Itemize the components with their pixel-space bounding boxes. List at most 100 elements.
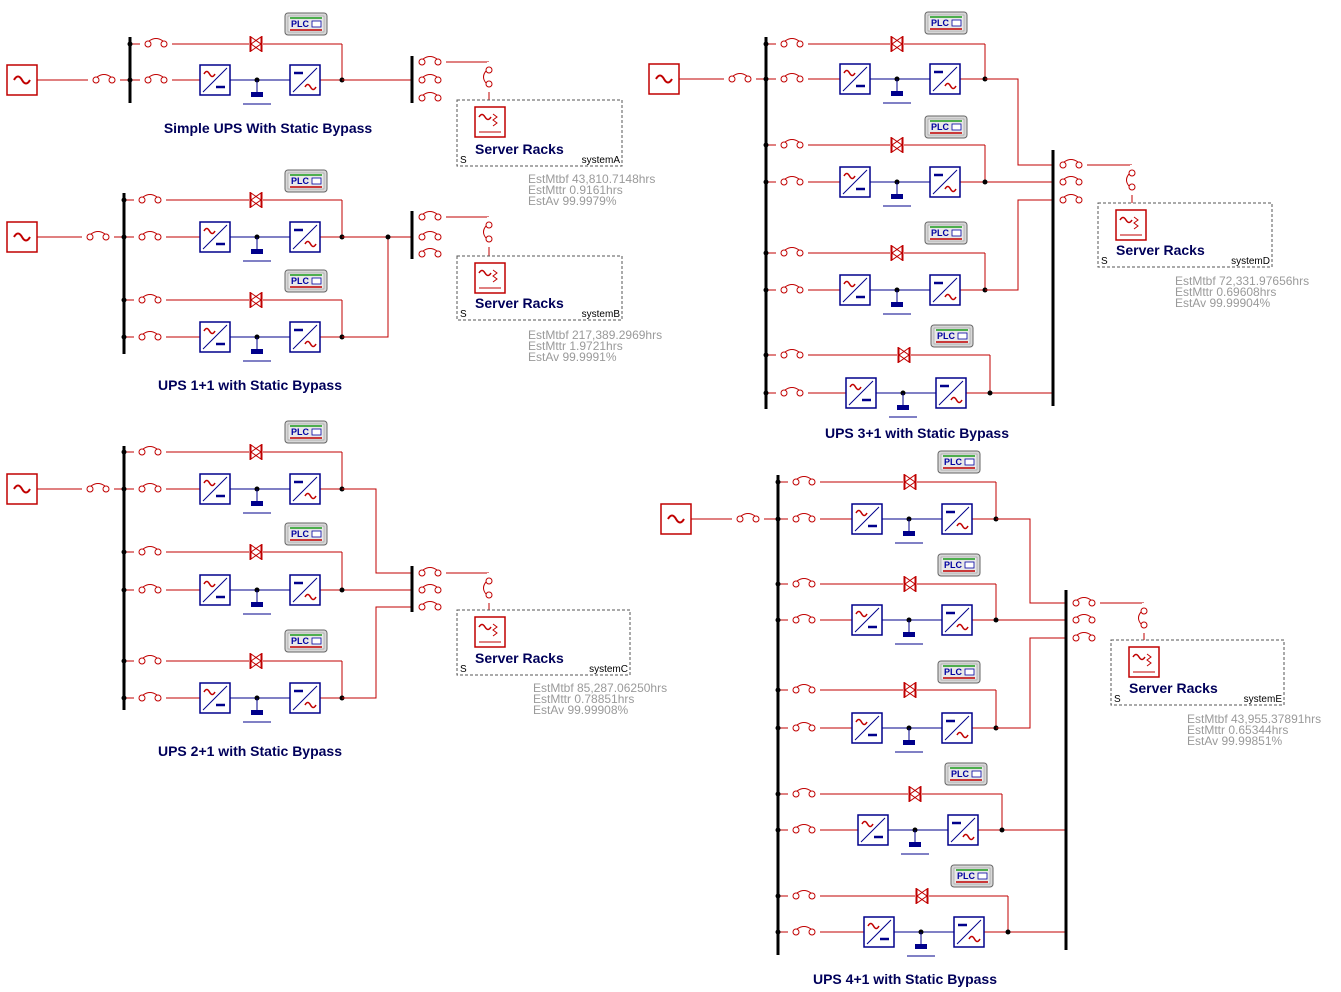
breaker-icon[interactable] bbox=[88, 74, 120, 84]
ac-source-icon[interactable] bbox=[6, 64, 38, 96]
breaker-icon[interactable] bbox=[776, 247, 808, 257]
breaker-icon[interactable] bbox=[414, 56, 446, 66]
breaker-icon[interactable] bbox=[1126, 165, 1136, 195]
ac-source-icon[interactable] bbox=[648, 63, 680, 95]
breaker-icon[interactable] bbox=[134, 294, 166, 304]
rectifier-icon[interactable] bbox=[839, 274, 871, 306]
rectifier-icon[interactable] bbox=[839, 63, 871, 95]
rectifier-icon[interactable] bbox=[857, 814, 889, 846]
static-switch-icon[interactable] bbox=[915, 888, 929, 904]
breaker-icon[interactable] bbox=[776, 139, 808, 149]
rectifier-icon[interactable] bbox=[199, 682, 231, 714]
static-switch-icon[interactable] bbox=[890, 137, 904, 153]
breaker-icon[interactable] bbox=[776, 349, 808, 359]
battery-icon[interactable] bbox=[883, 182, 911, 207]
plc-icon[interactable]: PLC bbox=[284, 12, 328, 36]
breaker-icon[interactable] bbox=[788, 926, 820, 936]
breaker-icon[interactable] bbox=[140, 74, 172, 84]
breaker-icon[interactable] bbox=[414, 584, 446, 594]
inverter-icon[interactable] bbox=[947, 814, 979, 846]
breaker-icon[interactable] bbox=[776, 38, 808, 48]
plc-icon[interactable]: PLC bbox=[284, 629, 328, 653]
breaker-icon[interactable] bbox=[414, 567, 446, 577]
breaker-icon[interactable] bbox=[1068, 614, 1100, 624]
breaker-icon[interactable] bbox=[1138, 603, 1148, 633]
breaker-icon[interactable] bbox=[1055, 159, 1087, 169]
static-switch-icon[interactable] bbox=[908, 786, 922, 802]
breaker-icon[interactable] bbox=[788, 722, 820, 732]
rectifier-icon[interactable] bbox=[851, 604, 883, 636]
breaker-icon[interactable] bbox=[414, 248, 446, 258]
plc-icon[interactable]: PLC bbox=[284, 420, 328, 444]
ac-source-icon[interactable] bbox=[6, 473, 38, 505]
breaker-icon[interactable] bbox=[483, 217, 493, 247]
static-switch-icon[interactable] bbox=[249, 444, 263, 460]
breaker-icon[interactable] bbox=[483, 62, 493, 92]
breaker-icon[interactable] bbox=[776, 387, 808, 397]
inverter-icon[interactable] bbox=[929, 63, 961, 95]
inverter-icon[interactable] bbox=[941, 604, 973, 636]
breaker-icon[interactable] bbox=[414, 92, 446, 102]
breaker-icon[interactable] bbox=[788, 684, 820, 694]
breaker-icon[interactable] bbox=[134, 331, 166, 341]
rectifier-icon[interactable] bbox=[199, 221, 231, 253]
battery-icon[interactable] bbox=[901, 830, 929, 855]
breaker-icon[interactable] bbox=[788, 890, 820, 900]
breaker-icon[interactable] bbox=[732, 513, 764, 523]
breaker-icon[interactable] bbox=[776, 284, 808, 294]
inverter-icon[interactable] bbox=[289, 64, 321, 96]
inverter-icon[interactable] bbox=[929, 274, 961, 306]
inverter-icon[interactable] bbox=[935, 377, 967, 409]
inverter-icon[interactable] bbox=[953, 916, 985, 948]
battery-icon[interactable] bbox=[243, 698, 271, 723]
breaker-icon[interactable] bbox=[82, 483, 114, 493]
static-switch-icon[interactable] bbox=[903, 682, 917, 698]
server-load-icon[interactable] bbox=[1115, 209, 1147, 241]
server-load-icon[interactable] bbox=[474, 616, 506, 648]
breaker-icon[interactable] bbox=[788, 513, 820, 523]
breaker-icon[interactable] bbox=[1068, 597, 1100, 607]
static-switch-icon[interactable] bbox=[249, 192, 263, 208]
breaker-icon[interactable] bbox=[1055, 176, 1087, 186]
ac-source-icon[interactable] bbox=[6, 221, 38, 253]
breaker-icon[interactable] bbox=[140, 38, 172, 48]
plc-icon[interactable]: PLC bbox=[284, 169, 328, 193]
inverter-icon[interactable] bbox=[289, 473, 321, 505]
plc-icon[interactable]: PLC bbox=[937, 553, 981, 577]
server-load-icon[interactable] bbox=[474, 262, 506, 294]
static-switch-icon[interactable] bbox=[903, 576, 917, 592]
static-switch-icon[interactable] bbox=[890, 245, 904, 261]
static-switch-icon[interactable] bbox=[249, 292, 263, 308]
rectifier-icon[interactable] bbox=[839, 166, 871, 198]
breaker-icon[interactable] bbox=[134, 446, 166, 456]
static-switch-icon[interactable] bbox=[249, 36, 263, 52]
plc-icon[interactable]: PLC bbox=[944, 762, 988, 786]
static-switch-icon[interactable] bbox=[890, 36, 904, 52]
rectifier-icon[interactable] bbox=[845, 377, 877, 409]
inverter-icon[interactable] bbox=[289, 682, 321, 714]
breaker-icon[interactable] bbox=[134, 483, 166, 493]
battery-icon[interactable] bbox=[895, 728, 923, 753]
inverter-icon[interactable] bbox=[289, 321, 321, 353]
rectifier-icon[interactable] bbox=[851, 503, 883, 535]
static-switch-icon[interactable] bbox=[249, 653, 263, 669]
breaker-icon[interactable] bbox=[788, 578, 820, 588]
rectifier-icon[interactable] bbox=[851, 712, 883, 744]
battery-icon[interactable] bbox=[243, 590, 271, 615]
breaker-icon[interactable] bbox=[483, 573, 493, 603]
battery-icon[interactable] bbox=[907, 932, 935, 957]
static-switch-icon[interactable] bbox=[897, 347, 911, 363]
inverter-icon[interactable] bbox=[289, 221, 321, 253]
battery-icon[interactable] bbox=[243, 489, 271, 514]
plc-icon[interactable]: PLC bbox=[937, 660, 981, 684]
server-load-icon[interactable] bbox=[474, 106, 506, 138]
plc-icon[interactable]: PLC bbox=[924, 221, 968, 245]
breaker-icon[interactable] bbox=[788, 788, 820, 798]
breaker-icon[interactable] bbox=[788, 476, 820, 486]
static-switch-icon[interactable] bbox=[249, 544, 263, 560]
breaker-icon[interactable] bbox=[414, 211, 446, 221]
breaker-icon[interactable] bbox=[1068, 632, 1100, 642]
battery-icon[interactable] bbox=[889, 393, 917, 418]
battery-icon[interactable] bbox=[883, 290, 911, 315]
